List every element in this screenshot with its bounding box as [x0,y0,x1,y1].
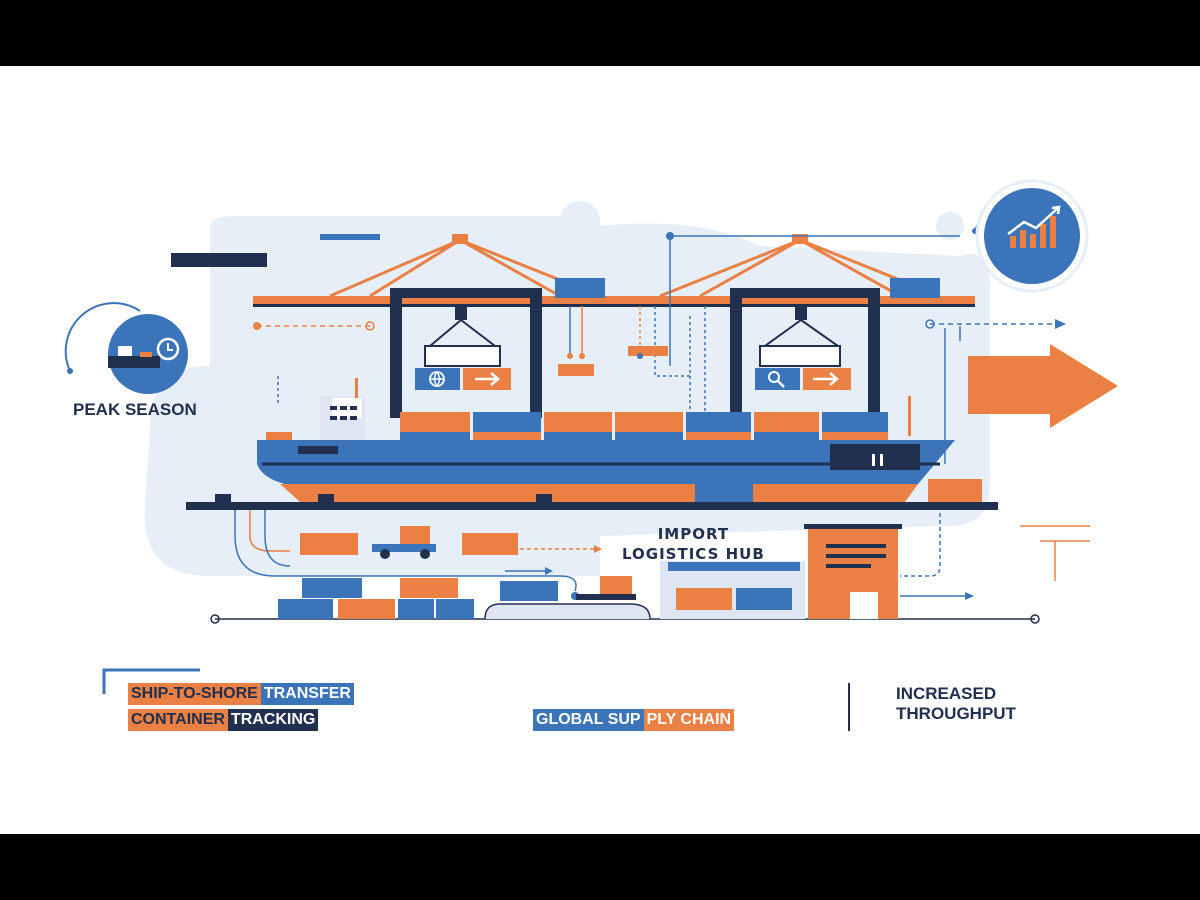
ship-to-shore-tag: SHIP-TO-SHORE TRANSFER [128,683,354,705]
ship-clock-icon [64,302,188,394]
peak-season-label: PEAK SEASON [73,400,197,419]
arrow-right-icon [463,368,511,390]
globe-icon [415,368,460,390]
hub-line-1: IMPORT [657,525,730,543]
connectors [253,232,1090,581]
crane-icon [253,234,975,418]
increased-line-2: THROUGHPUT [896,704,1016,723]
container-ship [257,378,955,502]
ground-containers [278,533,651,620]
corner-bracket [102,668,200,694]
big-arrow-icon [968,344,1118,428]
container-tracking-tag: CONTAINER TRACKING [128,709,319,731]
container-tracking-part-a: CONTAINER [128,709,228,731]
divider [848,683,850,731]
arrow-right-icon-2 [803,368,851,390]
port-illustration [64,179,1118,731]
accent-bar-2 [320,234,380,240]
increased-throughput-label: INCREASED THROUGHPUT [896,684,1016,724]
ship-to-shore-part-a: SHIP-TO-SHORE [128,683,261,705]
search-icon [755,368,800,390]
global-supply-part-a: GLOBAL SUP [533,709,644,731]
global-supply-part-b: PLY CHAIN [643,709,735,731]
import-hub-label: IMPORT LOGISTICS HUB [622,524,765,564]
truck-icon [372,526,436,559]
container-tracking-part-b: TRACKING [227,709,319,731]
illustration-frame: PEAK SEASON IMPORT LOGISTICS HUB SHIP-TO… [0,66,1200,834]
quay [186,502,998,510]
background-blobs [144,201,991,576]
growth-chart-icon [972,179,1089,293]
increased-line-1: INCREASED [896,684,997,703]
warehouse-icon [660,524,902,619]
hub-line-2: LOGISTICS HUB [622,545,765,563]
accent-bar [171,253,267,267]
ship-to-shore-part-b: TRANSFER [260,683,354,705]
